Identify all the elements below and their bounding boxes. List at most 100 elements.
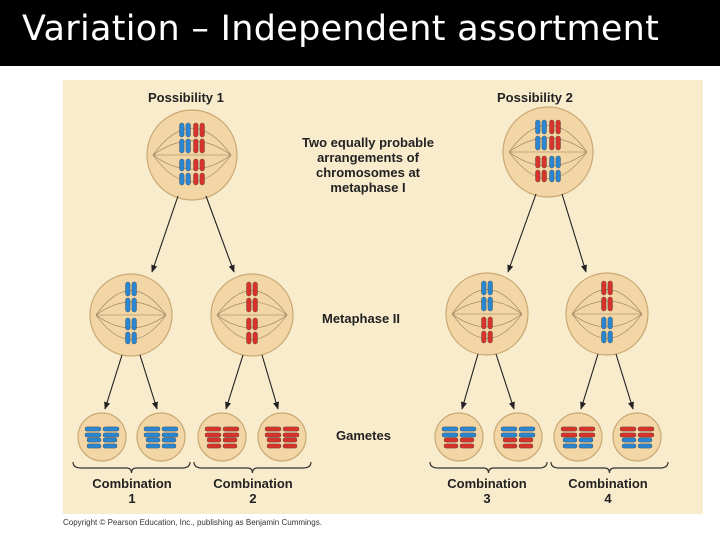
combination-word: Combination: [92, 476, 172, 491]
brace: [193, 461, 312, 474]
arrow: [225, 354, 244, 410]
spindle: [508, 125, 588, 179]
combination-word: Combination: [568, 476, 648, 491]
spindle: [152, 128, 232, 182]
copyright-notice: Copyright © Pearson Education, Inc., pub…: [63, 518, 322, 527]
chromosome: [562, 437, 594, 449]
chromosome: [500, 426, 536, 438]
combination-4-label: Combination 4: [558, 476, 658, 506]
chromosome: [204, 426, 240, 438]
possibility-1-label: Possibility 1: [148, 90, 224, 105]
title-bar: Variation – Independent assortment: [0, 0, 720, 66]
gamete-cell-2: [136, 412, 186, 462]
chromosome: [264, 426, 300, 438]
chromosome: [560, 426, 596, 438]
chromosome: [125, 281, 137, 313]
arrangements-line-2: arrangements of: [317, 150, 419, 165]
chromosome: [481, 280, 493, 312]
combination-number: 1: [128, 491, 136, 506]
metaphase-i-cell-1: [146, 109, 238, 201]
chromosome: [443, 437, 475, 449]
chromosome: [179, 158, 191, 186]
arrow: [205, 195, 235, 273]
gametes-label: Gametes: [336, 428, 391, 443]
arrangements-line-3: chromosomes at: [315, 165, 421, 180]
spindle: [571, 289, 643, 339]
chromosome: [84, 426, 120, 438]
cell-membrane: [77, 412, 127, 462]
arrow: [104, 354, 123, 410]
combination-3-label: Combination 3: [437, 476, 537, 506]
cell-membrane: [197, 412, 247, 462]
arrangements-line-4: metaphase I: [330, 180, 406, 195]
arrow: [460, 353, 479, 410]
combination-1-label: Combination 1: [82, 476, 182, 506]
gamete-cell-1: [77, 412, 127, 462]
brace: [550, 461, 669, 474]
combination-number: 4: [604, 491, 612, 506]
chromosome: [441, 426, 477, 438]
metaphase-i-cell-2: [502, 106, 594, 198]
chromosome: [143, 426, 179, 438]
chromosome: [193, 158, 205, 186]
cell-membrane: [493, 412, 543, 462]
combination-word: Combination: [447, 476, 527, 491]
metaphase-ii-cell-3: [445, 272, 529, 356]
metaphase-ii-cell-1: [89, 273, 173, 357]
arrangements-label: Two equally probable arrangements of chr…: [288, 135, 448, 195]
arrow: [615, 353, 634, 410]
gamete-cell-5: [434, 412, 484, 462]
cell-membrane: [553, 412, 603, 462]
gamete-cell-3: [197, 412, 247, 462]
spindle: [216, 290, 288, 340]
arrow: [580, 353, 599, 410]
cell-membrane: [434, 412, 484, 462]
arrow: [495, 353, 515, 410]
combination-word: Combination: [213, 476, 293, 491]
gamete-cell-6: [493, 412, 543, 462]
possibility-2-label: Possibility 2: [497, 90, 573, 105]
arrow: [561, 193, 587, 273]
gamete-cell-8: [612, 412, 662, 462]
chromosome: [549, 155, 561, 183]
chromosome: [246, 317, 258, 345]
gamete-cell-4: [257, 412, 307, 462]
chromosome: [125, 317, 137, 345]
slide-title: Variation – Independent assortment: [22, 9, 660, 49]
brace: [429, 461, 548, 474]
brace: [72, 461, 191, 474]
metaphase-ii-label: Metaphase II: [322, 311, 401, 326]
chromosome: [246, 281, 258, 313]
spindle: [451, 289, 523, 339]
combination-number: 2: [249, 491, 257, 506]
metaphase-ii-cell-4: [565, 272, 649, 356]
chromosome: [481, 316, 493, 344]
chromosome: [266, 437, 298, 449]
chromosome: [193, 122, 205, 154]
combination-number: 3: [483, 491, 491, 506]
combination-2-label: Combination 2: [203, 476, 303, 506]
chromosome: [601, 316, 613, 344]
chromosome: [601, 280, 613, 312]
arrow: [139, 354, 158, 410]
chromosome: [621, 437, 653, 449]
arrow: [151, 195, 179, 273]
cell-membrane: [612, 412, 662, 462]
arrow: [507, 193, 537, 273]
cell-membrane: [136, 412, 186, 462]
chromosome: [549, 119, 561, 151]
chromosome: [206, 437, 238, 449]
chromosome: [86, 437, 118, 449]
gamete-cell-7: [553, 412, 603, 462]
chromosome: [619, 426, 655, 438]
chromosome: [535, 155, 547, 183]
chromosome: [145, 437, 177, 449]
cell-membrane: [257, 412, 307, 462]
chromosome: [179, 122, 191, 154]
arrow: [261, 354, 279, 410]
spindle: [95, 290, 167, 340]
arrangements-line-1: Two equally probable: [302, 135, 434, 150]
chromosome: [535, 119, 547, 151]
chromosome: [502, 437, 534, 449]
